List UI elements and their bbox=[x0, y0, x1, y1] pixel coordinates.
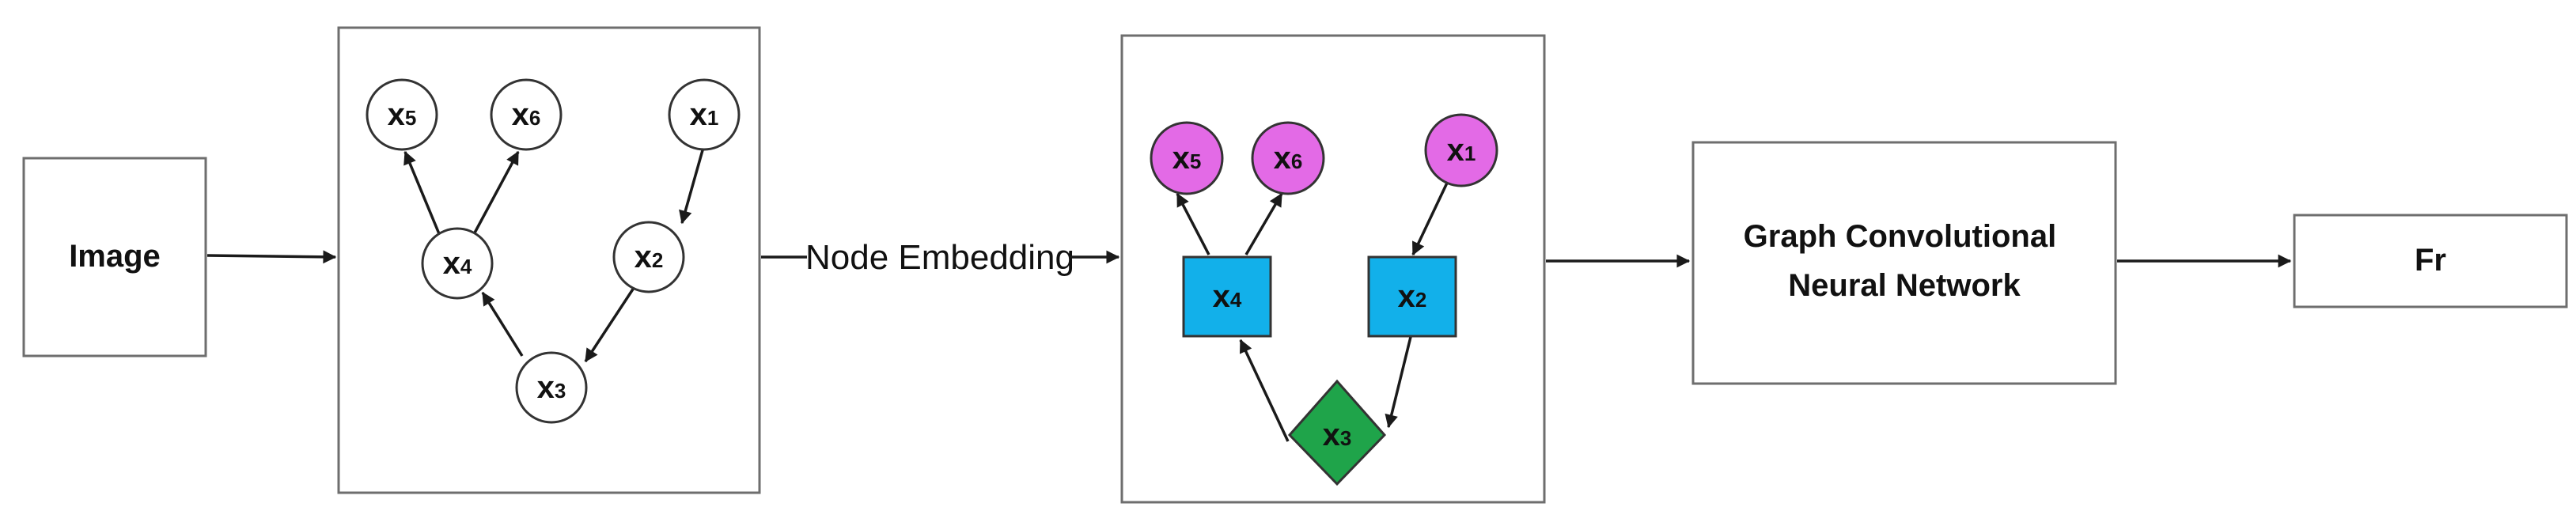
arrow-image-to-graph bbox=[206, 250, 337, 264]
input-node-x6: x6 bbox=[490, 78, 563, 151]
edge-x4-x6 bbox=[472, 150, 520, 236]
input-node-x5: x5 bbox=[366, 78, 438, 151]
input-node-x1: x1 bbox=[668, 78, 741, 151]
svg-text:x5: x5 bbox=[388, 97, 417, 132]
embedded-node-x2: x2 bbox=[1367, 255, 1457, 338]
gcn-label-line1: Graph Convolutional bbox=[1744, 219, 2057, 254]
svg-text:x4: x4 bbox=[443, 246, 472, 281]
svg-text:x3: x3 bbox=[1323, 418, 1352, 452]
emb-edge-x4-x6 bbox=[1244, 192, 1283, 255]
embedded-graph-edges bbox=[1176, 177, 1451, 442]
emb-edge-x3-x4 bbox=[1239, 339, 1290, 442]
node-embedding-label: Node Embedding bbox=[805, 238, 1074, 277]
output-label: Fr bbox=[2415, 243, 2446, 278]
embedded-node-x3: x3 bbox=[1287, 379, 1387, 486]
embedded-node-x6: x6 bbox=[1251, 121, 1325, 195]
input-graph-edges bbox=[403, 144, 706, 363]
svg-text:x4: x4 bbox=[1213, 279, 1242, 314]
image-label: Image bbox=[69, 239, 161, 274]
svg-text:x3: x3 bbox=[537, 370, 566, 405]
embedded-node-x4: x4 bbox=[1182, 255, 1272, 338]
svg-text:x6: x6 bbox=[512, 97, 541, 132]
edge-x4-x5 bbox=[403, 150, 441, 236]
svg-text:x1: x1 bbox=[690, 97, 719, 132]
emb-edge-x1-x2 bbox=[1411, 177, 1451, 256]
svg-text:x6: x6 bbox=[1274, 141, 1303, 176]
gcn-label-line2: Neural Network bbox=[1788, 268, 2021, 303]
embedded-node-x5: x5 bbox=[1150, 121, 1224, 195]
emb-edge-x2-x3 bbox=[1385, 333, 1413, 429]
input-node-x3: x3 bbox=[515, 351, 588, 424]
output-block bbox=[2293, 214, 2568, 308]
input-node-x4: x4 bbox=[421, 227, 494, 300]
svg-text:x2: x2 bbox=[1398, 279, 1427, 314]
svg-text:x5: x5 bbox=[1172, 141, 1202, 176]
gcn-block bbox=[1691, 141, 2117, 385]
svg-text:x2: x2 bbox=[635, 240, 664, 274]
edge-x3-x4 bbox=[481, 291, 524, 357]
input-node-x2: x2 bbox=[612, 221, 685, 293]
edge-x2-x3 bbox=[584, 282, 638, 363]
embedded-node-x1: x1 bbox=[1424, 113, 1498, 187]
edge-x1-x2 bbox=[679, 144, 706, 225]
emb-edge-x4-x5 bbox=[1176, 192, 1210, 255]
svg-text:x1: x1 bbox=[1447, 133, 1476, 168]
image-block bbox=[22, 157, 207, 357]
gcn-label: Graph Convolutional Neural Network bbox=[1744, 219, 2066, 303]
